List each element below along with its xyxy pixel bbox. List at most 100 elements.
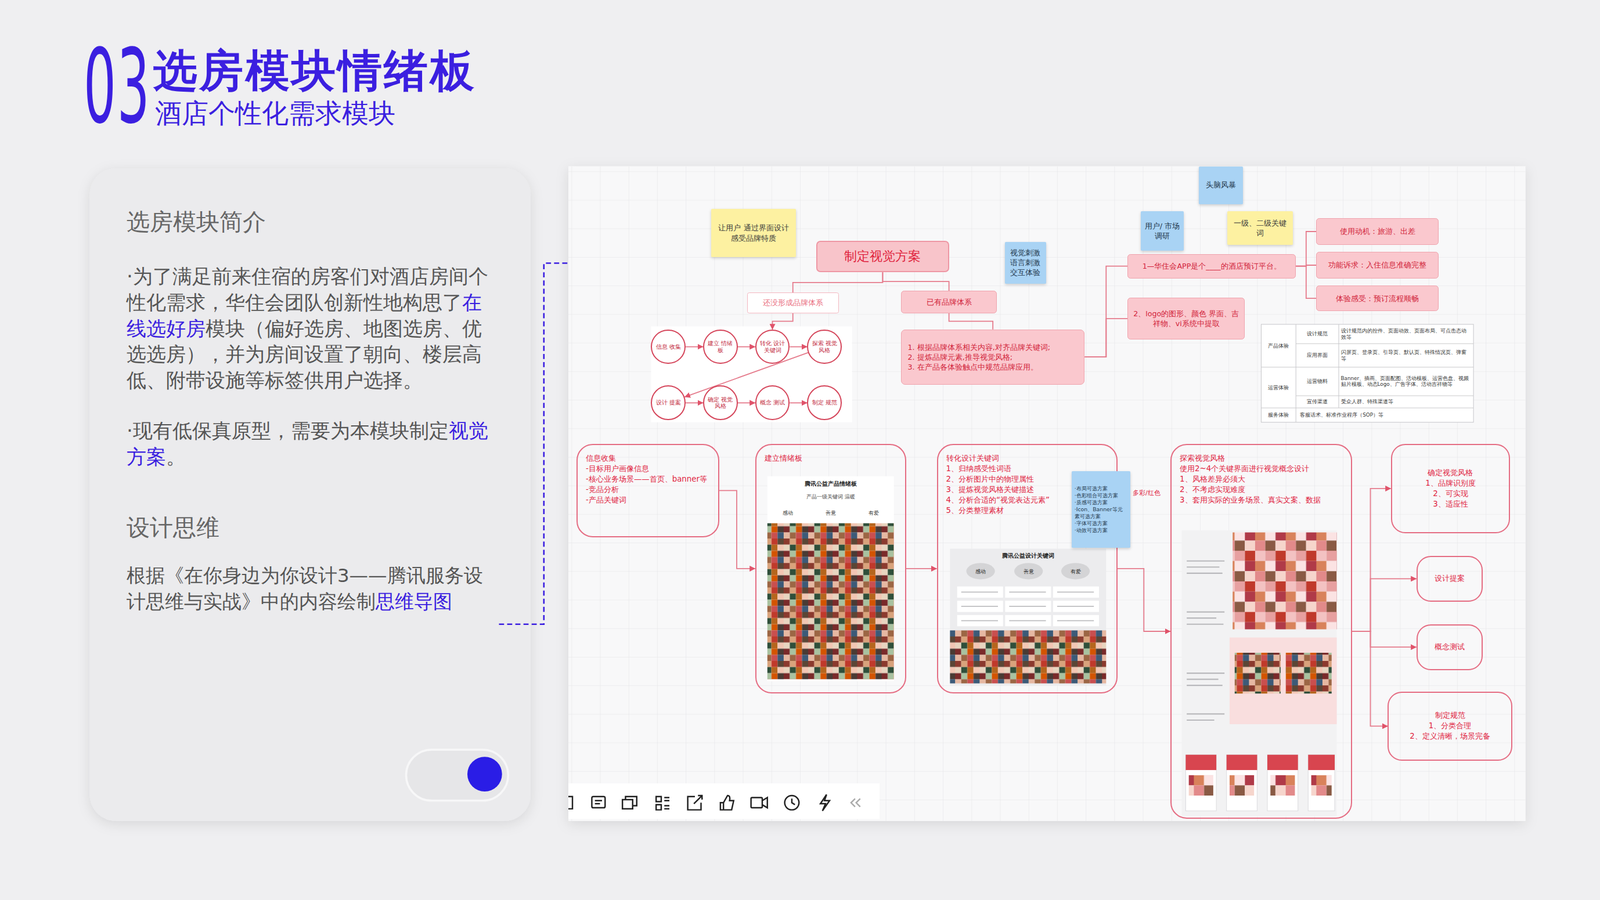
fake-text (1186, 561, 1225, 721)
node-text: 探索 视觉风格 (811, 340, 838, 354)
tool-icon (687, 795, 703, 811)
node-text: 1—华住会APP是个____的酒店预订平台。 (1132, 261, 1292, 272)
style-photos (1232, 532, 1337, 630)
node-text: 2、定义清晰，场景完备 (1395, 731, 1505, 742)
body-text: 设计思维 (126, 514, 220, 542)
node-text: 转化设计关键词 (946, 453, 1067, 464)
body-text: 。 (166, 445, 186, 469)
table-frame (1260, 324, 1474, 423)
node-text: 制定规范 (1395, 710, 1505, 722)
node-text: 设计 提案 (655, 399, 682, 407)
node-text: 1、风格差异必须大 (1179, 474, 1343, 485)
connector (719, 490, 756, 569)
step-circle: 设计 提案 (650, 385, 686, 421)
node-text: ·Icon、Banner等元素可选方案 (1074, 506, 1128, 521)
connector (789, 346, 807, 348)
tool-icon (595, 801, 603, 805)
sticky-note: 视觉刺激 语言刺激 交互体验 (1004, 242, 1046, 284)
tool-icon (656, 797, 670, 811)
connector (772, 313, 794, 330)
connector (1295, 231, 1317, 267)
label: 运营体验 (1260, 367, 1296, 409)
node-text: 转化 设计 关键词 (759, 340, 786, 354)
node-text: 建立情绪板 (764, 453, 897, 464)
keyword-image (949, 549, 1106, 687)
node-text: 信息收集 (585, 453, 711, 464)
tool-icon (762, 798, 768, 809)
label: 客服话术、标准作业程序（SOP）等 (1299, 408, 1472, 423)
node-text: 用户/ 市场调研 (1143, 221, 1181, 241)
node-text: -目标用户画像信息 (585, 463, 711, 475)
body-text: ·为了满足前来住宿的房客们对酒店房间个性化需求，华住会团队创新性地构思了 (126, 264, 489, 315)
toggle-track (406, 750, 509, 802)
label: 宣传渠道 (1295, 395, 1339, 409)
body-text: 选房模块简介 (126, 208, 266, 236)
fake-text (961, 592, 1094, 621)
node-text: -核心业务场景——首页、banner等 (585, 474, 711, 485)
node-text: 探索视觉风格 (1179, 453, 1343, 464)
node-text: ·布局可选方案 (1074, 485, 1128, 493)
node-text: 信息 收集 (655, 343, 682, 351)
label: 腾讯公益产品情绪板 (767, 478, 895, 490)
sticky-note: 一级、二级关键词 (1227, 211, 1293, 245)
label: 感动 (965, 564, 997, 579)
node-text: 3、套用实际的业务场景、真实文案、数据 (1179, 495, 1343, 506)
tool-icon (784, 795, 800, 811)
highlight-text: 思维导图 (375, 591, 453, 614)
node-text: 使用动机：旅游、出差 (1320, 226, 1434, 237)
connector (789, 402, 807, 404)
node-text: 确定 视觉风格 (707, 396, 734, 410)
whiteboard-grid (568, 166, 1526, 822)
label: 受众人群、特殊渠道等 (1341, 395, 1472, 409)
connector (1352, 488, 1392, 632)
node-text: 3、适应性 (1397, 499, 1504, 510)
tool-icon (820, 794, 830, 812)
tool-icon (720, 795, 734, 811)
process-box: 已有品牌体系 (901, 290, 997, 314)
connector (1084, 266, 1128, 358)
step-circle: 确定 视觉风格 (703, 385, 738, 421)
label: Banner、插画、页面配图、活动模板、运营色盘、视频贴片模板、动态Logo、广… (1341, 367, 1472, 396)
section-heading: 设计思维 (126, 513, 495, 543)
keyword-cells (957, 586, 1099, 627)
toggle-knob (467, 757, 503, 792)
node-text: 功能诉求：入住信息准确完整 (1320, 260, 1434, 270)
node-text: ·动效可选方案 (1074, 527, 1128, 535)
node-text: 4、分析合适的“视觉表达元素” (946, 495, 1067, 506)
node-text: 2、分析图片中的物理属性 (946, 474, 1067, 485)
node-text: 概念测试 (1423, 642, 1476, 653)
connector (684, 352, 809, 398)
node-text: 已有品牌体系 (905, 297, 993, 308)
cycle-panel (650, 326, 852, 423)
node-text: 设计提案 (1423, 573, 1476, 585)
process-box: 1. 根据品牌体系相关内容,对齐品牌关键词;2. 提炼品牌元素,推导视觉风格;3… (901, 329, 1085, 385)
phone-mock (1185, 755, 1217, 812)
connector (685, 346, 704, 348)
tool-icon (622, 800, 633, 810)
node-text: 2、logo的图形、颜色 界面、吉祥物、vi系统中提取 (1132, 308, 1241, 329)
label: 多彩/红色 (1132, 486, 1170, 500)
node-text: ·字体可选方案 (1074, 520, 1128, 528)
connector (882, 272, 949, 291)
section-heading: 选房模块简介 (126, 207, 495, 237)
connector (1117, 568, 1171, 632)
step-box: 探索视觉风格使用2~4个关键界面进行视觉概念设计1、风格差异必须大2、不考虑实现… (1170, 444, 1353, 820)
label: 设计规范内的控件、页面动效、页面布局、可点击态动效等 (1341, 324, 1472, 344)
toolbar-icons (568, 794, 861, 812)
body-text: ·现有低保真原型，需要为本模块制定 (126, 419, 449, 443)
node-text: 让用户 通过界面设计 感受品牌特质 (714, 222, 793, 244)
node-text: -竞品分析 (585, 484, 711, 496)
collapse-chevrons (851, 798, 861, 807)
process-box: 功能诉求：入住信息准确完整 (1316, 251, 1439, 279)
tool-icon (625, 797, 637, 807)
phone-header (1185, 755, 1217, 771)
connector (906, 568, 938, 570)
root-box: 制定视觉方案 (816, 240, 949, 273)
tool-icon (568, 797, 573, 810)
phone-header (1267, 755, 1299, 771)
node-text: 2、不考虑实现难度 (1179, 484, 1343, 496)
node-text: 体验感受：预订流程顺畅 (1320, 293, 1434, 304)
node-text: ·质感可选方案 (1074, 499, 1128, 507)
